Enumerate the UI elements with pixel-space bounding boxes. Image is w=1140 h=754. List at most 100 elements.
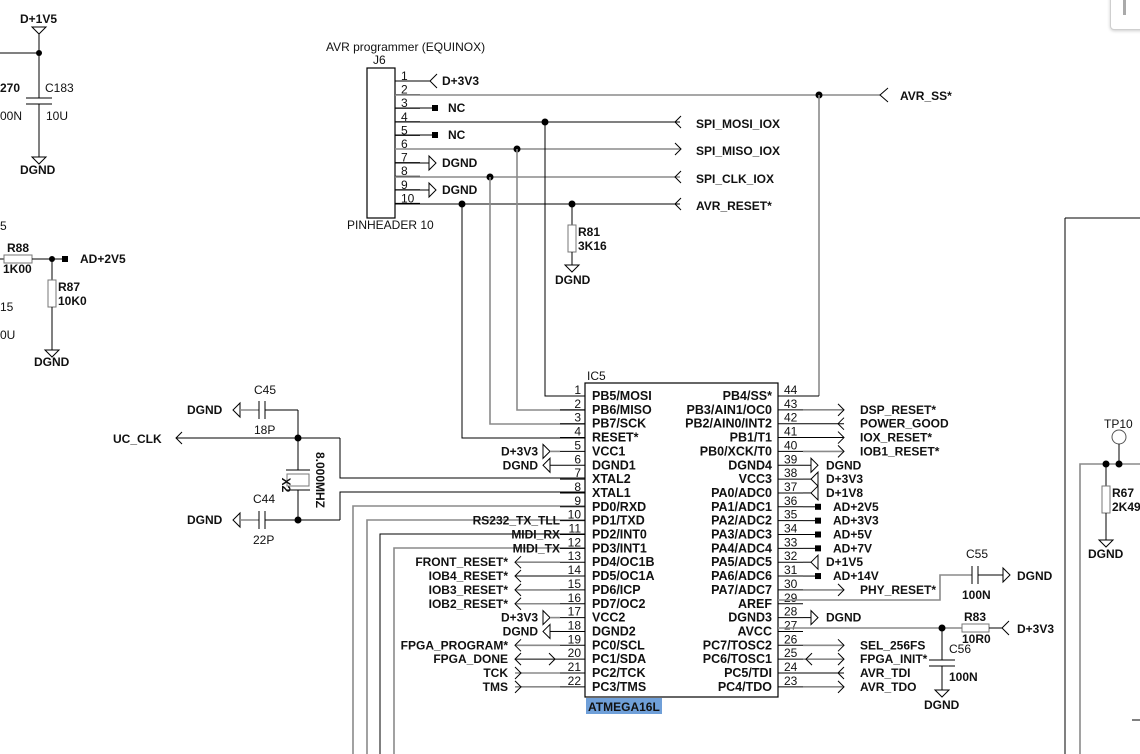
net-spi-mosi: SPI_MOSI_IOX: [696, 117, 780, 131]
j6-pin-number: 1: [401, 69, 408, 83]
ic-pin-name: PB7/SCK: [592, 417, 646, 431]
power-arrow-icon: [542, 609, 551, 626]
ic-pin-number: 32: [784, 549, 798, 563]
ic-pin-name: XTAL1: [592, 486, 631, 500]
ic-body: [584, 382, 779, 698]
right-side-nets: DSP_RESET*POWER_GOODIOX_RESET*IOB1_RESET…: [803, 403, 949, 694]
output-arrow-icon: [514, 583, 522, 597]
r67-ref: R67: [1112, 486, 1134, 500]
output-arrow-icon: [837, 652, 845, 666]
j6-pin9-net: DGND: [442, 183, 478, 197]
net-port-icon: [879, 87, 889, 103]
ic-pin-number: 26: [784, 632, 798, 646]
ic-pin-number: 37: [784, 480, 798, 494]
connector-title: AVR programmer (EQUINOX): [326, 40, 485, 54]
ic-pin-number: 35: [784, 508, 798, 522]
connector-j6: AVR programmer (EQUINOX) J6 PINHEADER 10…: [326, 40, 485, 232]
ic-left-net-label: MIDI_TX: [513, 541, 560, 555]
j6-pin-number: 7: [401, 151, 408, 165]
ic-pin-number: 16: [568, 591, 582, 605]
tp10-ref: TP10: [1104, 417, 1133, 431]
ground-icon: [563, 264, 581, 273]
partial-cap-ref: 270: [0, 81, 20, 95]
ic-pin-name: PD3/INT1: [592, 541, 647, 555]
bus-lines: [352, 505, 585, 754]
ic-left-net-label: FPGA_PROGRAM*: [401, 638, 509, 652]
ic-left-net-label: D+3V3: [501, 444, 538, 458]
r88-ref: R88: [7, 241, 29, 255]
ground-icon: [810, 609, 819, 626]
ic-pin-name: VCC1: [592, 444, 625, 458]
x2-ref: X2: [279, 478, 293, 493]
j6-pin5-net: NC: [448, 128, 466, 142]
ic-pin-number: 3: [574, 411, 581, 425]
ic-pin-number: 29: [784, 591, 798, 605]
aref-section: C55 100N DGND R83 10R0 D+3V3 C56 100N DG…: [778, 547, 1054, 712]
ic-part-name[interactable]: ATMEGA16L: [588, 700, 660, 714]
resistor-r83: [961, 623, 990, 633]
r88-value: 1K00: [3, 262, 32, 276]
ic-pin-number: 23: [784, 674, 798, 688]
ic-left-net-label: TMS: [483, 680, 508, 694]
output-arrow-icon: [514, 652, 522, 666]
j6-pin-number: 6: [401, 137, 408, 151]
ic-pin-name: PC3/TMS: [592, 680, 646, 694]
net-avr-ss: AVR_SS*: [900, 89, 952, 103]
output-arrow-icon: [837, 445, 845, 458]
j6-pin-number: 5: [401, 123, 408, 137]
partial-cap2-ref: 15: [0, 300, 14, 314]
resistor-r67: [1101, 485, 1111, 514]
ic-pin-name: PD7/OC2: [592, 597, 646, 611]
ic-pin-number: 18: [568, 618, 582, 632]
output-arrow-icon: [514, 597, 522, 611]
ic-pin-number: 19: [568, 632, 582, 646]
scroll-handle[interactable]: [1110, 0, 1140, 30]
ic-left-net-label: TCK: [483, 666, 508, 680]
ic-right-net-label: FPGA_INIT*: [860, 652, 928, 666]
ground-icon: [43, 349, 61, 358]
ground-icon: [232, 401, 241, 419]
j6-pin-number: 4: [401, 110, 408, 124]
c44-value: 22P: [253, 533, 274, 547]
gnd-label: DGND: [20, 163, 56, 177]
ic-pin-name: PA5/ADC5: [711, 555, 772, 569]
ground-icon: [542, 623, 551, 640]
ic-right-net-label: SEL_256FS: [860, 638, 925, 652]
output-arrow-icon: [514, 638, 522, 652]
ic-pin-number: 1: [574, 383, 581, 397]
ic-pin-number: 24: [784, 660, 798, 674]
net-uc-clk: UC_CLK: [113, 432, 162, 446]
power-arrow-icon: [542, 443, 551, 460]
ic-right-net-label: AD+3V3: [833, 514, 879, 528]
ic-pin-name: PB2/AIN0/INT2: [685, 417, 772, 431]
ic-pin-name: PC5/TDI: [724, 666, 772, 680]
ic-pin-number: 12: [568, 535, 582, 549]
ic-pin-number: 22: [568, 674, 582, 688]
ic-pin-number: 43: [784, 397, 798, 411]
ic-pin-number: 30: [784, 577, 798, 591]
ic-pin-name: XTAL2: [592, 472, 631, 486]
j6-pin-number: 2: [401, 83, 408, 97]
ic-pin-name: DGND3: [728, 611, 772, 625]
net-port-icon: [815, 517, 821, 524]
j6-pin-number: 8: [401, 164, 408, 178]
left-side-nets: D+3V3DGNDRS232_TX_TLLMIDI_RXMIDI_TXFRONT…: [401, 443, 560, 694]
ic-pin-number: 31: [784, 563, 798, 577]
ic-pin-name: AREF: [738, 597, 772, 611]
input-arrow-icon: [837, 666, 845, 680]
ground-icon: [232, 511, 241, 529]
c183-value: 10U: [46, 109, 68, 123]
r87-value: 10K0: [58, 294, 87, 308]
ground-icon: [30, 156, 48, 165]
part-name-selection[interactable]: [586, 698, 662, 714]
ic-pin-name: PC4/TDO: [718, 680, 772, 694]
connector-body: [366, 67, 396, 219]
ic-pin-name: PB0/XCK/T0: [700, 444, 772, 458]
r81-gnd: DGND: [555, 273, 591, 287]
net-port-icon: [815, 503, 821, 510]
no-connect-icon: [432, 132, 438, 138]
ic-pin-name: PC2/TCK: [592, 666, 645, 680]
ic-left-net-label: MIDI_RX: [511, 528, 560, 542]
ic-right-net-label: AD+2V5: [833, 500, 879, 514]
ic-right-net-label: IOX_RESET*: [860, 431, 932, 445]
